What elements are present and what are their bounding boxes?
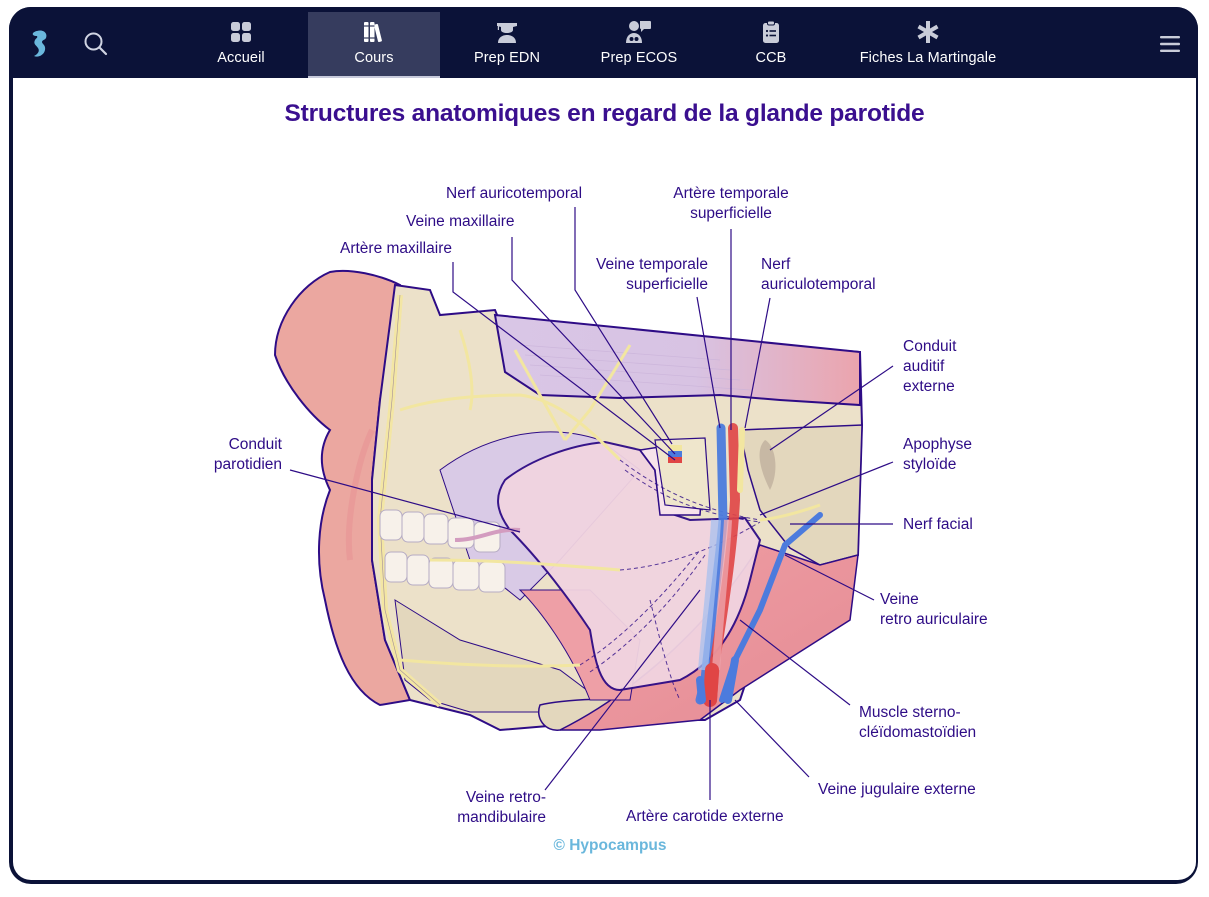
label-line: mandibulaire <box>457 809 546 826</box>
hamburger-menu-icon[interactable] <box>1152 26 1188 62</box>
label-artere-temporale-superficielle: Artère temporale superficielle <box>665 184 797 224</box>
label-veine-retro-auriculaire: Veine retro auriculaire <box>880 590 988 630</box>
label-line: Veine <box>880 591 919 608</box>
copyright-text: © Hypocampus <box>553 837 667 854</box>
label-line: Conduit <box>228 436 282 453</box>
label-line: parotidien <box>213 456 282 473</box>
label-veine-maxillaire: Veine maxillaire <box>406 213 515 230</box>
leader-lines <box>289 207 894 800</box>
tab-ccb[interactable]: CCB <box>706 12 836 78</box>
books-icon <box>362 19 386 45</box>
label-line: Veine retro- <box>465 789 546 806</box>
label-line: Muscle sterno- <box>859 704 961 721</box>
label-nerf-facial: Nerf facial <box>903 516 973 533</box>
label-line: Veine temporale <box>595 256 708 273</box>
doctor-chat-icon <box>625 19 653 45</box>
tab-accueil[interactable]: Accueil <box>176 12 306 78</box>
label-line: styloïde <box>903 456 957 473</box>
label-line: superficielle <box>626 276 708 293</box>
label-line: Apophyse <box>903 436 972 453</box>
tab-label: Prep ECOS <box>600 50 678 66</box>
label-line: Artère temporale <box>673 185 789 202</box>
tab-label: Accueil <box>217 50 265 66</box>
tab-label: Prep EDN <box>473 50 541 66</box>
label-artere-carotide-externe: Artère carotide externe <box>626 808 784 825</box>
label-line: superficielle <box>690 205 772 222</box>
label-conduit-parotidien: Conduit parotidien <box>190 435 282 475</box>
label-veine-temporale-superficielle: Veine temporale superficielle <box>585 255 708 295</box>
label-artere-maxillaire: Artère maxillaire <box>340 240 452 257</box>
label-line: Nerf <box>761 256 791 273</box>
label-line: retro auriculaire <box>880 611 988 628</box>
label-muscle-sterno-cleidomastoidien: Muscle sterno- cléïdomastoïdien <box>859 703 976 743</box>
tab-prep-edn[interactable]: Prep EDN <box>442 12 572 78</box>
seahorse-logo-icon[interactable] <box>22 26 58 62</box>
label-conduit-auditif-externe: Conduit auditif externe <box>903 337 956 397</box>
tab-label: Fiches La Martingale <box>859 50 997 66</box>
label-line: cléïdomastoïdien <box>859 724 977 741</box>
label-nerf-auriculotemporal: Nerf auriculotemporal <box>761 255 876 295</box>
label-nerf-auricotemporal: Nerf auricotemporal <box>446 185 583 202</box>
tab-prep-ecos[interactable]: Prep ECOS <box>574 12 704 78</box>
page-title: Structures anatomiques en regard de la g… <box>284 100 925 127</box>
grid-icon <box>230 19 252 45</box>
asterisk-icon <box>916 19 940 45</box>
label-line: auditif <box>903 358 945 375</box>
label-line: auriculotemporal <box>761 276 876 293</box>
top-navbar <box>9 7 1198 78</box>
clipboard-icon <box>761 19 781 45</box>
label-apophyse-styloide: Apophyse styloïde <box>903 435 972 475</box>
label-line: externe <box>903 378 955 395</box>
vessels <box>668 423 823 707</box>
label-veine-jugulaire-externe: Veine jugulaire externe <box>818 781 976 798</box>
tab-fiches-la-martingale[interactable]: Fiches La Martingale <box>838 12 1018 78</box>
label-veine-retro-mandibulaire: Veine retro- mandibulaire <box>440 788 546 828</box>
tab-cours[interactable]: Cours <box>308 12 440 78</box>
graduate-icon <box>495 19 519 45</box>
tab-label: CCB <box>755 50 787 66</box>
tab-label: Cours <box>354 50 394 66</box>
search-icon[interactable] <box>78 26 114 62</box>
label-line: Conduit <box>903 338 957 355</box>
